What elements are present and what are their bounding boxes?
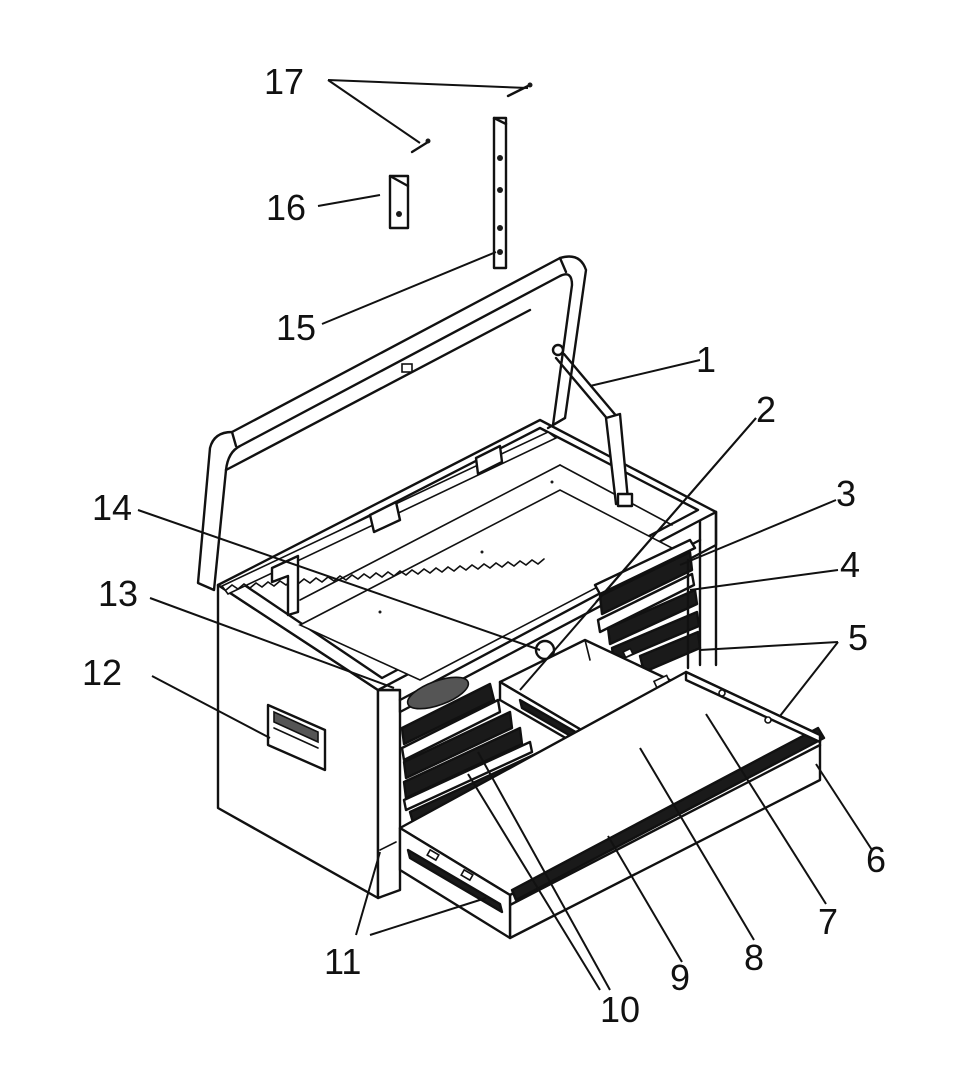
callout-9: 9 xyxy=(670,957,691,998)
nameplate xyxy=(406,676,470,710)
callout-10: 10 xyxy=(600,989,641,1030)
body-top-rim xyxy=(216,418,718,692)
exploded-parts xyxy=(388,82,533,270)
lid xyxy=(196,255,588,617)
callout-13: 13 xyxy=(98,573,139,614)
callout-3: 3 xyxy=(836,473,857,514)
callout-2: 2 xyxy=(756,389,777,430)
callout-17: 17 xyxy=(264,61,305,102)
callout-16: 16 xyxy=(266,187,307,228)
leader-lines xyxy=(137,79,873,991)
callout-11: 11 xyxy=(324,941,362,982)
callout-5: 5 xyxy=(848,617,869,658)
callout-15: 15 xyxy=(276,307,317,348)
callout-8: 8 xyxy=(744,937,765,978)
callout-12: 12 xyxy=(82,652,123,693)
callout-6: 6 xyxy=(866,839,887,880)
callout-1: 1 xyxy=(696,339,717,380)
rivet-pins xyxy=(410,82,533,154)
right-drawer-stack xyxy=(593,538,702,674)
callout-7: 7 xyxy=(818,901,839,942)
small-bracket xyxy=(388,174,410,230)
callout-4: 4 xyxy=(840,544,861,585)
callout-14: 14 xyxy=(92,487,133,528)
